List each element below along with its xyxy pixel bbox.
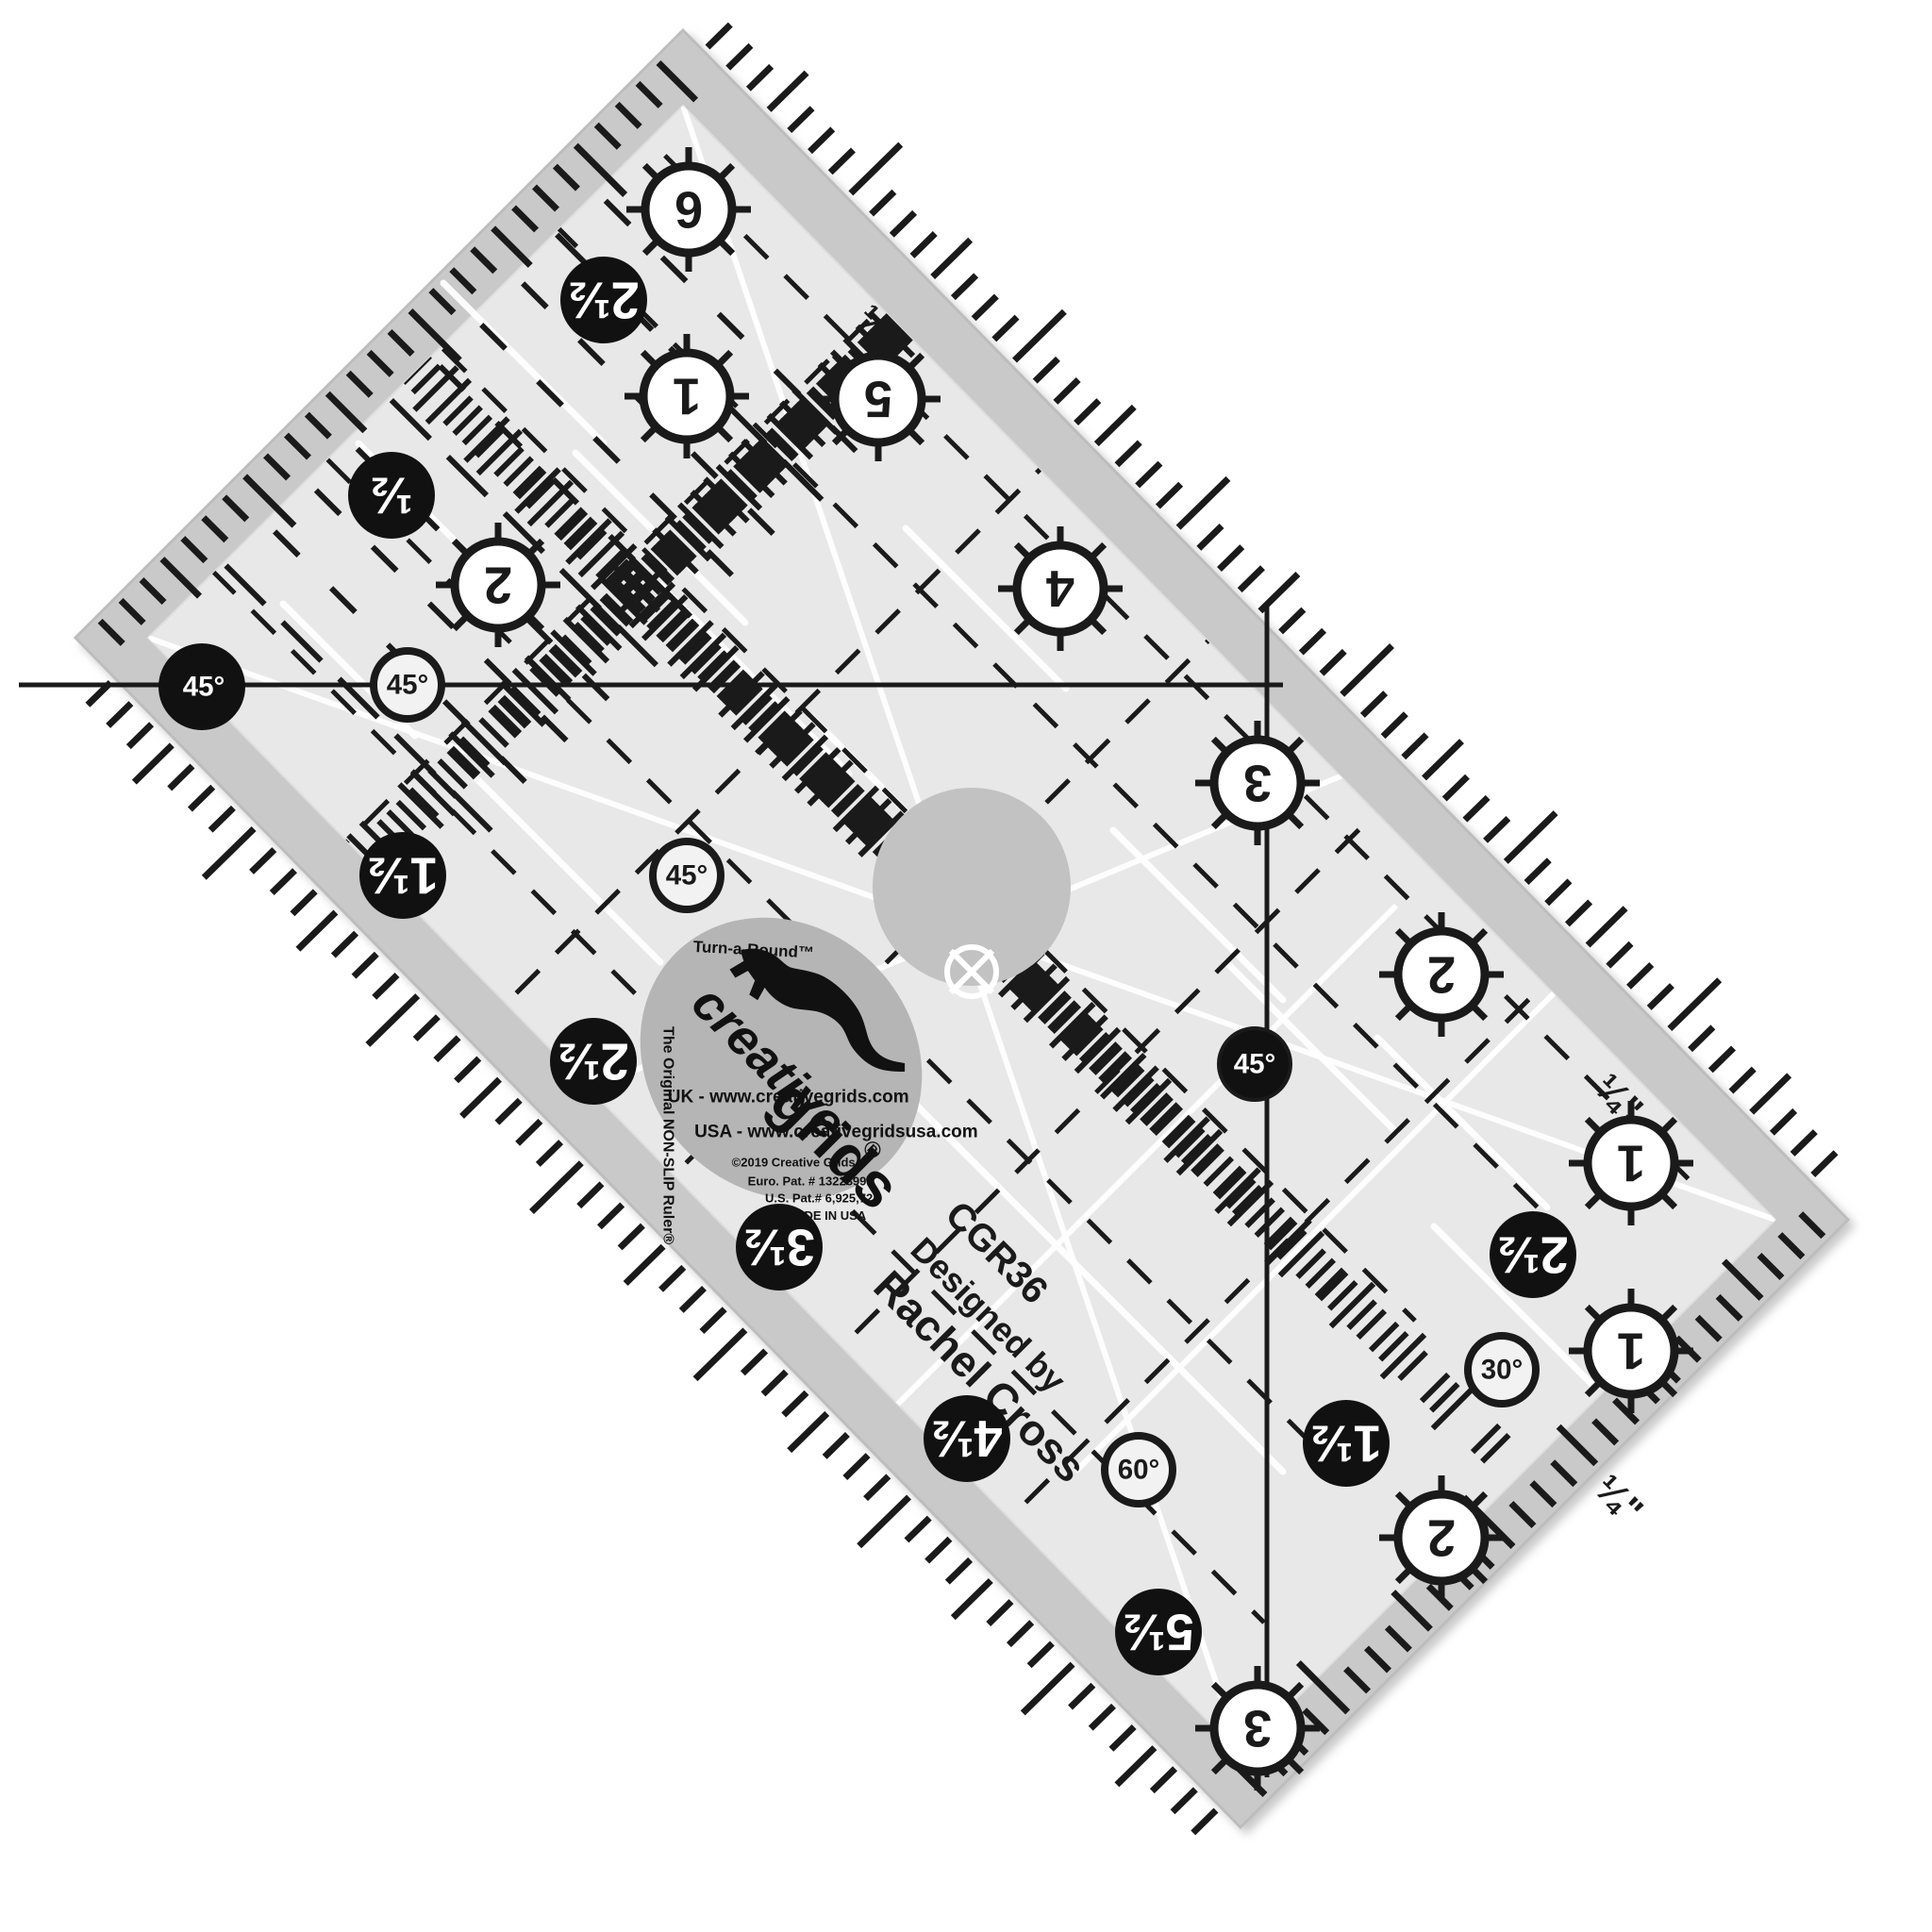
angle-a-45-blk-left-label: 45° <box>183 672 225 703</box>
marker-w-2c: 2 <box>1379 1475 1504 1600</box>
angle-a-45-a-label: 45° <box>387 670 429 701</box>
measurement-marker-layer: 651423211232½½½1½2½3½4½1½5½2½45°45°45°30… <box>158 147 1693 1790</box>
running-dog-icon <box>729 948 906 1073</box>
brand-tagline-nonslip: The Original NON-SLIP Ruler® <box>660 1026 676 1244</box>
marker-b-2half-a: 2½ <box>560 257 647 343</box>
marker-w-6: 6 <box>626 147 751 272</box>
marker-b-half-a-label: ½ <box>370 467 412 525</box>
marker-w-3a-label: 3 <box>1243 755 1272 812</box>
marker-w-3b-label: 3 <box>1243 1700 1272 1757</box>
angle-a-45-blk-left: 45° <box>170 653 238 721</box>
brand-usa-site: USA - www.creativegridsusa.com <box>694 1122 978 1141</box>
angle-a-45-b: 45° <box>649 838 724 913</box>
marker-w-2c-label: 2 <box>1427 1509 1456 1567</box>
angle-a-45-a: 45° <box>370 647 445 723</box>
border-band-ticks <box>85 22 1839 1836</box>
ruler-body-group: creative grids ® Turn-a-Round™ The Origi… <box>19 22 1851 1836</box>
brand-uk-site: UK - www.creativegrids.com <box>668 1088 909 1108</box>
marker-b-1half-a: 1½ <box>359 832 446 919</box>
marker-b-4half-label: 4½ <box>931 1410 1002 1468</box>
marker-b-1half-b: 1½ <box>1303 1400 1390 1487</box>
marker-w-3a: 3 <box>1195 721 1320 845</box>
marker-w-1b-label: 1 <box>1617 1135 1645 1192</box>
marker-b-2half-b: 2½ <box>550 1018 637 1105</box>
marker-w-1a: 1 <box>625 334 749 458</box>
marker-w-3b: 3 <box>1195 1666 1320 1790</box>
angle-a-30-label: 30° <box>1481 1355 1524 1386</box>
marker-b-1half-a-label: 1½ <box>367 847 438 905</box>
marker-b-3half-label: 3½ <box>743 1219 814 1276</box>
marker-w-4: 4 <box>998 526 1123 651</box>
brand-logo-oval <box>640 917 923 1200</box>
pivot-crosshair-line-b <box>948 948 995 995</box>
angle-a-60-label: 60° <box>1118 1455 1160 1486</box>
marker-b-2half-c: 2½ <box>1490 1211 1576 1298</box>
angle-a-45-b-label: 45° <box>666 860 708 891</box>
marker-w-1a-label: 1 <box>673 368 701 425</box>
marker-w-4-label: 4 <box>1046 560 1074 618</box>
brand-us-patent: U.S. Pat.# 6,925,724 <box>765 1191 880 1206</box>
marker-b-2half-b-label: 2½ <box>558 1033 628 1091</box>
brand-logo-group: creative grids ® Turn-a-Round™ The Origi… <box>640 917 978 1244</box>
marker-w-5-label: 5 <box>864 371 892 428</box>
marker-b-2half-a-label: 2½ <box>568 272 639 329</box>
marker-w-2a-label: 2 <box>484 557 512 614</box>
marker-b-2half-c-label: 2½ <box>1497 1226 1568 1284</box>
marker-w-1c: 1 <box>1569 1289 1693 1413</box>
marker-w-2a: 2 <box>436 523 560 647</box>
marker-b-5half: 5½ <box>1115 1589 1202 1675</box>
marker-b-1half-b-label: 1½ <box>1310 1415 1381 1473</box>
angle-a-60: 60° <box>1101 1432 1176 1507</box>
angle-a-45-blk-right-label: 45° <box>1234 1049 1276 1080</box>
angle-a-45-blk-right: 45° <box>1221 1030 1289 1098</box>
marker-w-6-label: 6 <box>675 181 703 239</box>
marker-b-5half-label: 5½ <box>1123 1604 1193 1661</box>
marker-w-1c-label: 1 <box>1617 1323 1645 1380</box>
marker-w-5: 5 <box>816 337 941 461</box>
etched-turn-circle-group <box>873 788 1071 999</box>
brand-euro-patent: Euro. Pat. # 1322899B <box>748 1174 875 1188</box>
marker-b-4half: 4½ <box>924 1395 1010 1482</box>
quarter-label-bottom: ¼" <box>1587 1467 1651 1531</box>
etched-turn-circle <box>873 788 1071 986</box>
pivot-crosshair-circle <box>944 944 999 999</box>
marker-w-2b-label: 2 <box>1427 946 1456 1004</box>
marker-b-3half: 3½ <box>736 1204 823 1291</box>
marker-w-2b: 2 <box>1379 912 1504 1037</box>
brand-copyright: ©2019 Creative Grids • <box>732 1156 864 1170</box>
marker-b-half-a: ½ <box>348 452 435 539</box>
angle-a-30: 30° <box>1464 1332 1540 1407</box>
marker-w-1b: 1 <box>1569 1101 1693 1225</box>
